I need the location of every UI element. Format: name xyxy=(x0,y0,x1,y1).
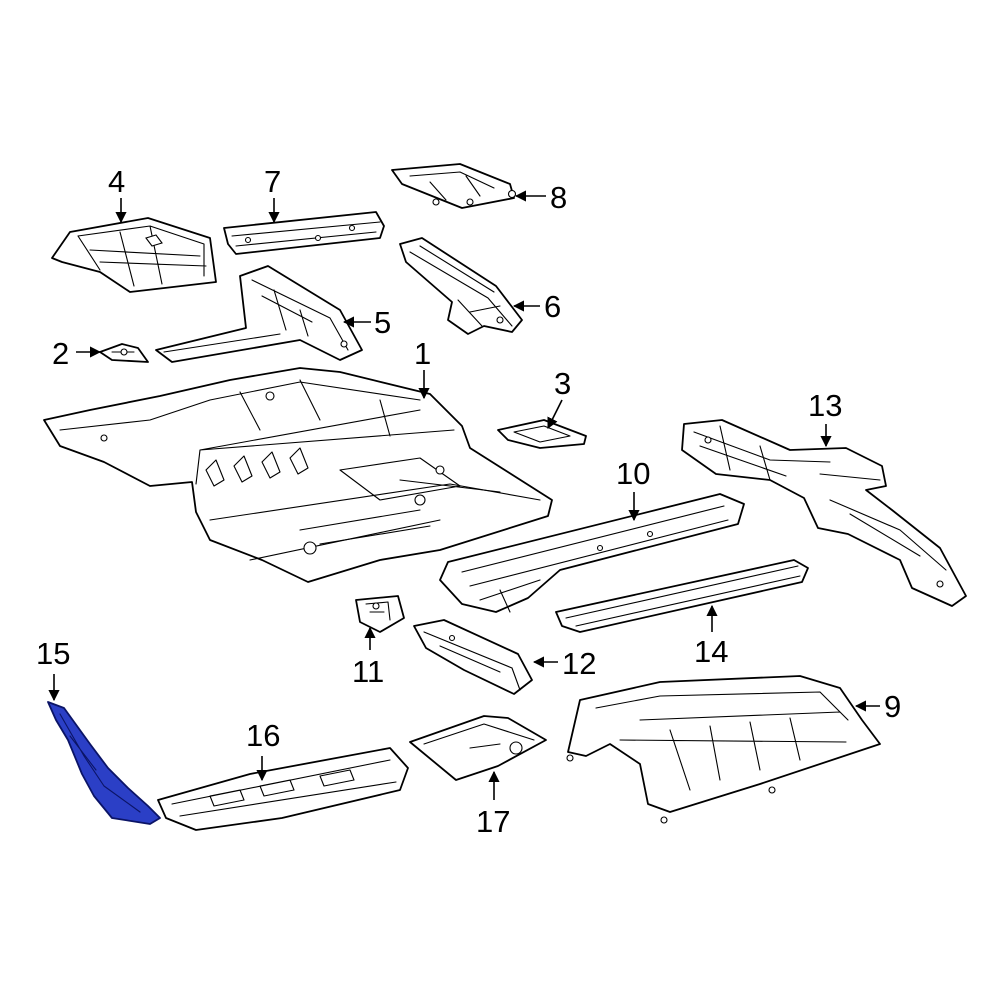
callout-3[interactable]: 3 xyxy=(554,366,571,401)
callout-12[interactable]: 12 xyxy=(562,646,596,681)
callout-16[interactable]: 16 xyxy=(246,718,280,753)
callout-5[interactable]: 5 xyxy=(374,305,391,340)
callout-6[interactable]: 6 xyxy=(544,289,561,324)
part-2-small-bracket[interactable] xyxy=(99,343,149,363)
callout-9[interactable]: 9 xyxy=(884,689,901,724)
part-3-gasket-plate[interactable] xyxy=(497,419,587,449)
part-7-cross-member[interactable] xyxy=(223,211,385,255)
callout-10[interactable]: 10 xyxy=(616,456,650,491)
part-9-rear-floor[interactable] xyxy=(566,675,881,824)
callout-13[interactable]: 13 xyxy=(808,388,842,423)
callout-17[interactable]: 17 xyxy=(476,804,510,839)
part-14-sill-rail[interactable] xyxy=(555,559,809,633)
callout-8[interactable]: 8 xyxy=(550,180,567,215)
callout-4[interactable]: 4 xyxy=(108,164,125,199)
part-8-bracket-plate[interactable] xyxy=(391,163,517,209)
part-6-rail-bracket[interactable] xyxy=(399,237,523,335)
part-5-rear-member[interactable] xyxy=(155,265,363,363)
callout-11[interactable]: 11 xyxy=(352,654,384,689)
callout-7[interactable]: 7 xyxy=(264,164,281,199)
callout-numbers: 4 7 8 5 6 2 1 3 13 10 14 11 12 9 15 16 1… xyxy=(36,164,901,839)
part-1-floor-pan[interactable] xyxy=(43,367,553,583)
callout-15[interactable]: 15 xyxy=(36,636,70,671)
part-11-bracket-block[interactable] xyxy=(355,595,405,633)
part-12-lower-bracket[interactable] xyxy=(413,619,533,695)
callout-1[interactable]: 1 xyxy=(414,336,431,371)
callout-2[interactable]: 2 xyxy=(52,336,69,371)
part-15-reinforcement[interactable] xyxy=(47,701,161,825)
callout-14[interactable]: 14 xyxy=(694,634,728,669)
part-17-floor-panel[interactable] xyxy=(409,715,547,781)
part-16-front-floor[interactable] xyxy=(157,747,409,831)
part-10-side-rail[interactable] xyxy=(439,493,745,613)
part-4-seat-support[interactable] xyxy=(51,217,217,293)
leader-lines xyxy=(48,190,880,800)
part-13-frame-rail[interactable] xyxy=(681,419,967,607)
